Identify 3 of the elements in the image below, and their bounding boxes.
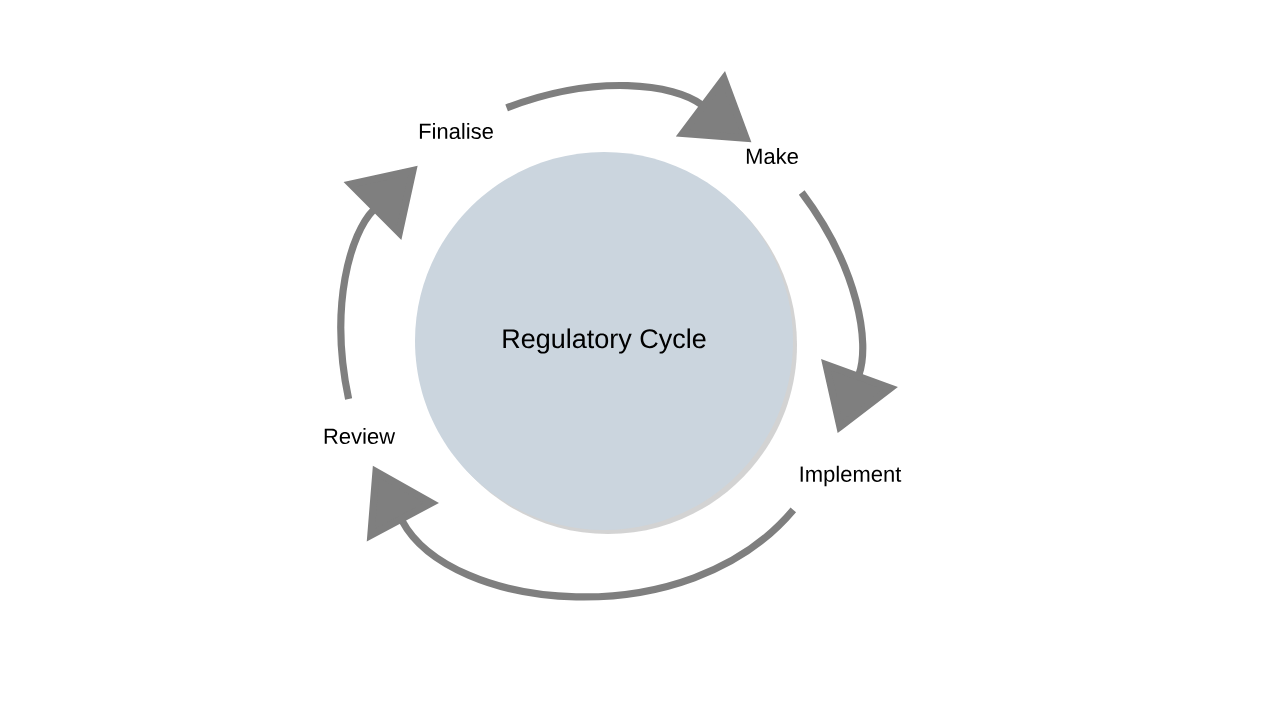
stage-label: Review bbox=[324, 427, 396, 445]
stage-label: Implement bbox=[800, 465, 902, 487]
stage-label: Finalise bbox=[419, 122, 493, 140]
